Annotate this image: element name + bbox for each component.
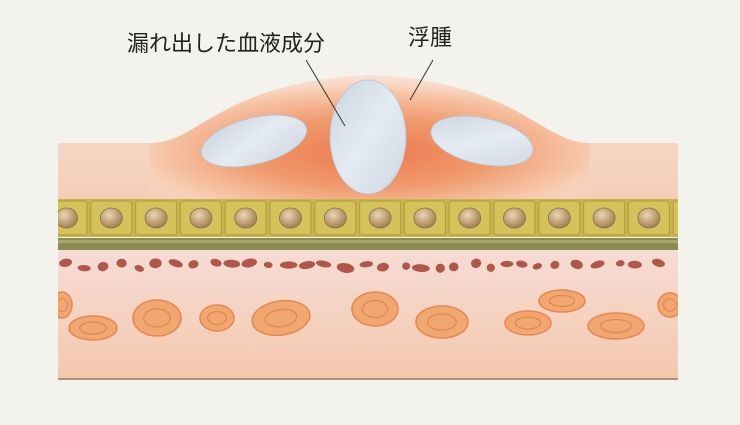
platelet <box>210 258 222 267</box>
platelet <box>411 264 430 273</box>
platelet <box>486 263 495 272</box>
platelet <box>116 258 127 268</box>
platelet <box>298 260 316 270</box>
leaked-fluid-label: 漏れ出した血液成分 <box>127 32 325 57</box>
red-blood-cell <box>251 299 311 337</box>
platelet <box>470 258 482 268</box>
cell-nucleus <box>503 207 526 229</box>
blood-particle-layer <box>59 258 665 273</box>
platelet <box>263 261 273 269</box>
platelet <box>223 259 241 268</box>
endothelial-cell <box>269 200 312 236</box>
platelet <box>316 260 332 268</box>
red-blood-cell <box>657 292 678 318</box>
endothelial-cell <box>179 200 222 236</box>
red-blood-cell <box>132 299 182 337</box>
endothelial-cell <box>672 200 705 236</box>
platelet <box>188 260 199 269</box>
red-blood-cell <box>587 312 645 340</box>
endothelial-cell <box>448 200 491 236</box>
basement-membrane <box>58 238 678 250</box>
platelet <box>500 260 514 268</box>
red-blood-cell <box>199 304 235 332</box>
endothelial-cell <box>359 200 402 236</box>
platelet <box>134 265 144 272</box>
red-blood-cell <box>415 305 469 339</box>
platelet <box>550 260 560 269</box>
cell-nucleus <box>413 207 437 229</box>
platelet <box>149 258 162 269</box>
platelet <box>651 258 665 268</box>
cell-nucleus <box>234 207 258 229</box>
platelet <box>359 261 374 268</box>
endothelial-cell <box>493 200 536 236</box>
platelet <box>168 259 183 268</box>
cell-nucleus <box>458 207 482 229</box>
platelet <box>336 262 355 273</box>
cell-nucleus <box>58 207 78 229</box>
platelet <box>279 261 298 269</box>
endothelial-cell <box>314 200 357 236</box>
endothelial-cell <box>582 200 626 236</box>
red-blood-cell <box>351 291 399 327</box>
cell-nucleus <box>637 207 661 229</box>
red-blood-cell <box>58 291 73 319</box>
cell-nucleus <box>144 207 168 229</box>
platelet <box>241 258 257 268</box>
platelet <box>532 263 543 270</box>
endothelial-cell <box>58 200 88 236</box>
endothelial-cell <box>135 200 178 236</box>
platelet <box>516 260 528 268</box>
cell-nucleus <box>323 207 347 229</box>
platelet <box>570 259 583 270</box>
edema-label: 浮腫 <box>408 26 452 51</box>
cell-nucleus <box>368 207 392 229</box>
cell-nucleus <box>279 207 302 229</box>
endothelial-cell <box>224 200 267 236</box>
cell-nucleus <box>99 207 123 229</box>
platelet <box>97 261 109 272</box>
red-blood-cell <box>504 310 552 336</box>
platelet <box>590 260 605 269</box>
platelet <box>435 263 445 273</box>
platelet <box>448 262 459 272</box>
red-blood-cell <box>68 315 118 341</box>
red-blood-cell <box>538 289 586 313</box>
platelet <box>402 262 411 270</box>
platelet <box>376 262 389 272</box>
endothelial-cell <box>627 200 671 236</box>
cell-nucleus <box>683 208 705 228</box>
cell-nucleus <box>547 207 571 229</box>
leaked-fluid-left <box>200 114 308 168</box>
edema-leader <box>409 59 434 101</box>
cell-nucleus <box>189 207 213 229</box>
platelet <box>615 260 625 267</box>
endothelial-cell <box>538 200 581 236</box>
platelet <box>59 258 73 268</box>
endothelial-cell <box>90 200 133 236</box>
platelet <box>77 264 91 272</box>
basement-membrane-highlight <box>58 240 678 243</box>
red-blood-cell-layer <box>58 289 678 341</box>
leaked-fluid-leader <box>305 59 346 127</box>
platelet <box>627 260 642 269</box>
endothelial-cell-layer <box>58 199 705 237</box>
leaked-fluid-center <box>329 79 407 195</box>
leaked-fluid-right <box>430 115 534 167</box>
cell-nucleus <box>592 207 616 229</box>
endothelial-cell <box>403 200 446 236</box>
